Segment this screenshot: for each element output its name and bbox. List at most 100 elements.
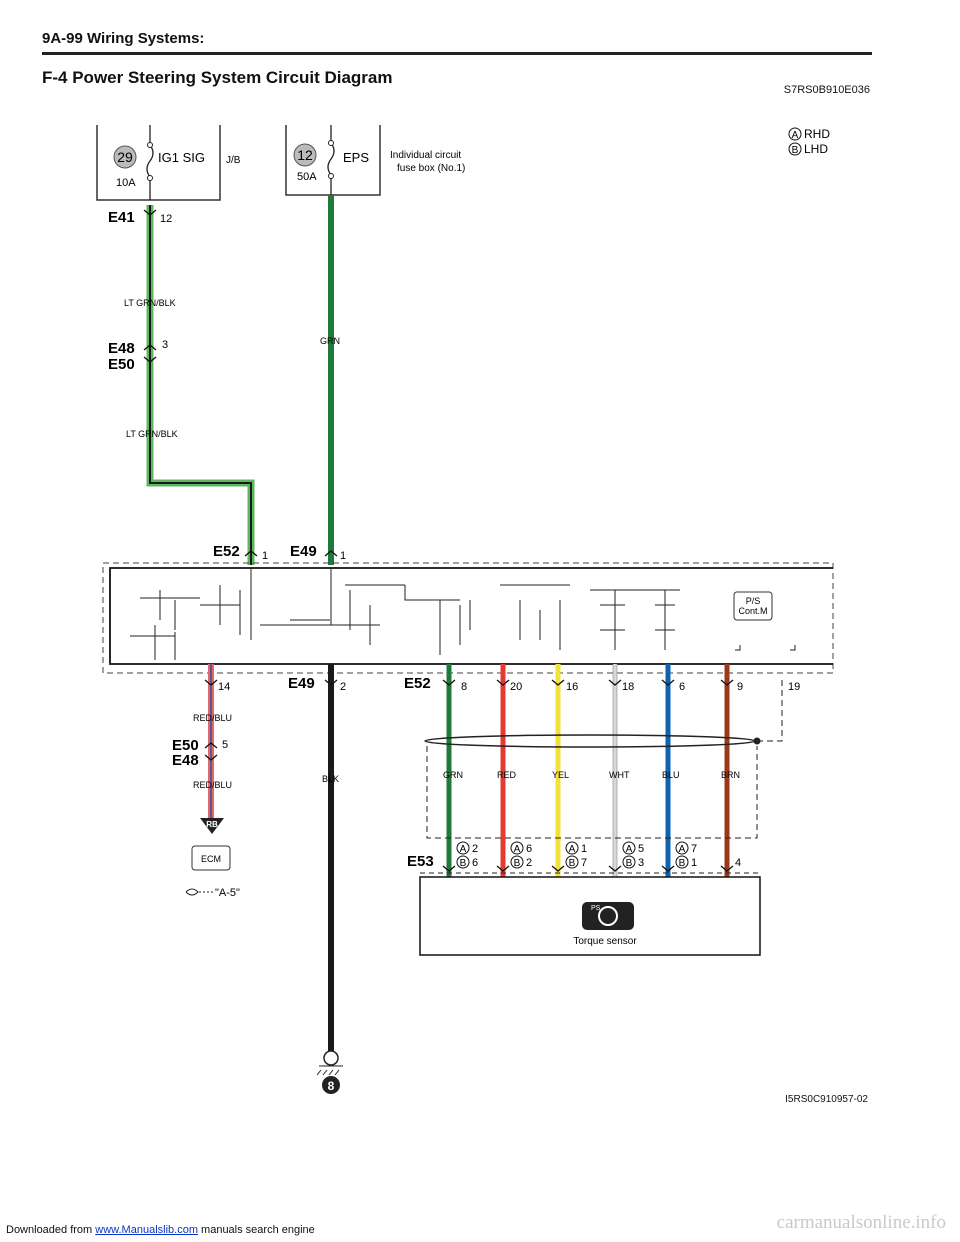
ps-control-module: P/S Cont.M (102, 562, 834, 674)
fuse-29-symbol (146, 125, 154, 200)
sensor-wire-color-label: YEL (552, 770, 569, 780)
fuse-12-symbol (327, 125, 335, 195)
fuse-29-number: 29 (117, 149, 133, 165)
pin-a-circle (510, 841, 524, 855)
module-label-1: P/S (746, 596, 761, 606)
ps-icon-text: PS (591, 905, 601, 912)
sensor-wire-connector-mark (608, 679, 622, 872)
pin-b-marker: B (626, 858, 633, 869)
legend: A RHD B LHD (788, 127, 830, 156)
wire-label-ltgrnblk-1: LT GRN/BLK (124, 298, 176, 308)
sensor-pin-a: 1 (581, 843, 587, 855)
conn-e49: E49 (290, 543, 317, 560)
page-header: 9A-99 Wiring Systems: (42, 30, 205, 47)
conn-e41: E41 (108, 209, 135, 226)
conn-e48b: E48 (172, 752, 199, 769)
legend-a-circle (788, 127, 802, 141)
fuse-29-name: IG1 SIG (158, 150, 205, 165)
sensor-wire-top-pin-2: 16 (566, 681, 578, 693)
conn-e52-pin: 1 (262, 550, 268, 562)
connector-marks-top (143, 209, 338, 557)
wire-shield (420, 676, 783, 874)
image-id: I5RS0C910957-02 (785, 1094, 868, 1105)
sensor-wire-top-pin-4: 6 (679, 681, 685, 693)
ground-symbol: 8 (316, 1050, 343, 1094)
sensor-pin-b: 1 (691, 857, 697, 869)
ecm-reference: "A-5" (185, 887, 240, 899)
footer: Downloaded from www.Manualslib.com manua… (6, 1224, 315, 1236)
conn-e52: E52 (213, 543, 240, 560)
torque-sensor-label: Torque sensor (573, 936, 637, 947)
legend-b: B (792, 145, 799, 156)
doc-code: S7RS0B910E036 (783, 84, 870, 96)
sensor-pin-a: 7 (691, 843, 697, 855)
wire-label-redblu-1: RED/BLU (193, 713, 232, 723)
sensor-wire-color-label: BRN (721, 770, 740, 780)
pin-b-circle (675, 855, 689, 869)
conn-e41-pin: 12 (160, 213, 172, 225)
rb-badge-text: RB (206, 820, 218, 829)
torque-sensor: PS Torque sensor (419, 876, 761, 956)
legend-lhd: LHD (804, 142, 828, 156)
conn-e49b: E49 (288, 675, 315, 692)
ground-number: 8 (328, 1079, 335, 1093)
sensor-wire-color-label: WHT (609, 770, 630, 780)
pin-b-circle (510, 855, 524, 869)
fuse-12-name: EPS (343, 150, 369, 165)
pin-a-circle (456, 841, 470, 855)
wire-label-blk: BLK (322, 774, 339, 784)
fuse-box-label-1: Individual circuit (390, 150, 461, 161)
legend-rhd: RHD (804, 127, 830, 141)
conn-e49b-pin: 2 (340, 681, 346, 693)
sensor-wire-connector-mark (551, 679, 565, 872)
pin-a-circle (622, 841, 636, 855)
sensor-pin-e53: 4 (735, 857, 741, 869)
pin-b-circle (622, 855, 636, 869)
ps-cont-icon: P/S Cont.M (733, 591, 773, 621)
pin-b-marker: B (514, 858, 521, 869)
conn-e48: E48 (108, 340, 135, 357)
sensor-pin-b: 3 (638, 857, 644, 869)
conn-pin-14: 14 (218, 681, 230, 693)
steering-wheel-icon (582, 902, 634, 930)
pin-a-circle (565, 841, 579, 855)
sensor-wire-connector-mark (442, 679, 456, 872)
legend-b-circle (788, 142, 802, 156)
sensor-wire-top-pin-6: 19 (788, 681, 800, 693)
sensor-pin-b: 2 (526, 857, 532, 869)
sensor-wire-connector-mark (720, 679, 734, 872)
header-rule (42, 52, 872, 55)
rb-badge: RB (200, 818, 224, 834)
pin-a-marker: A (514, 844, 521, 855)
fuse-box-label-2: fuse box (No.1) (397, 163, 465, 174)
conn-e50: E50 (108, 356, 135, 373)
pin-a-marker: A (460, 844, 467, 855)
jb-label: J/B (226, 155, 241, 166)
footer-prefix: Downloaded from (6, 1224, 96, 1236)
wire-label-ltgrnblk-2: LT GRN/BLK (126, 429, 178, 439)
fuse-12-amp: 50A (297, 171, 317, 183)
wire-label-redblu-2: RED/BLU (193, 780, 232, 790)
sensor-wire-top-pin-3: 18 (622, 681, 634, 693)
eye-icon (185, 888, 199, 896)
wire-lt-grn-blk (146, 205, 255, 565)
sensor-pin-b: 7 (581, 857, 587, 869)
ecm-label: ECM (201, 854, 221, 864)
watermark: carmanualsonline.info (776, 1212, 946, 1233)
sensor-pin-a: 6 (526, 843, 532, 855)
fuse-12-number: 12 (297, 147, 313, 163)
ecm-ref-text: "A-5" (215, 887, 240, 899)
sensor-wire-top-pin-5: 9 (737, 681, 743, 693)
manualslib-link[interactable]: www.Manualslib.com (95, 1224, 198, 1236)
pin-b-marker: B (460, 858, 467, 869)
pin-a-marker: A (679, 844, 686, 855)
wire-label-grn: GRN (320, 336, 340, 346)
conn-e52b: E52 (404, 675, 431, 692)
sensor-wire-connector-mark (661, 679, 675, 872)
pin-a-marker: A (569, 844, 576, 855)
page-title: F-4 Power Steering System Circuit Diagra… (42, 68, 393, 87)
pin-b-circle (456, 855, 470, 869)
ecm-icon[interactable]: ECM (191, 845, 231, 871)
